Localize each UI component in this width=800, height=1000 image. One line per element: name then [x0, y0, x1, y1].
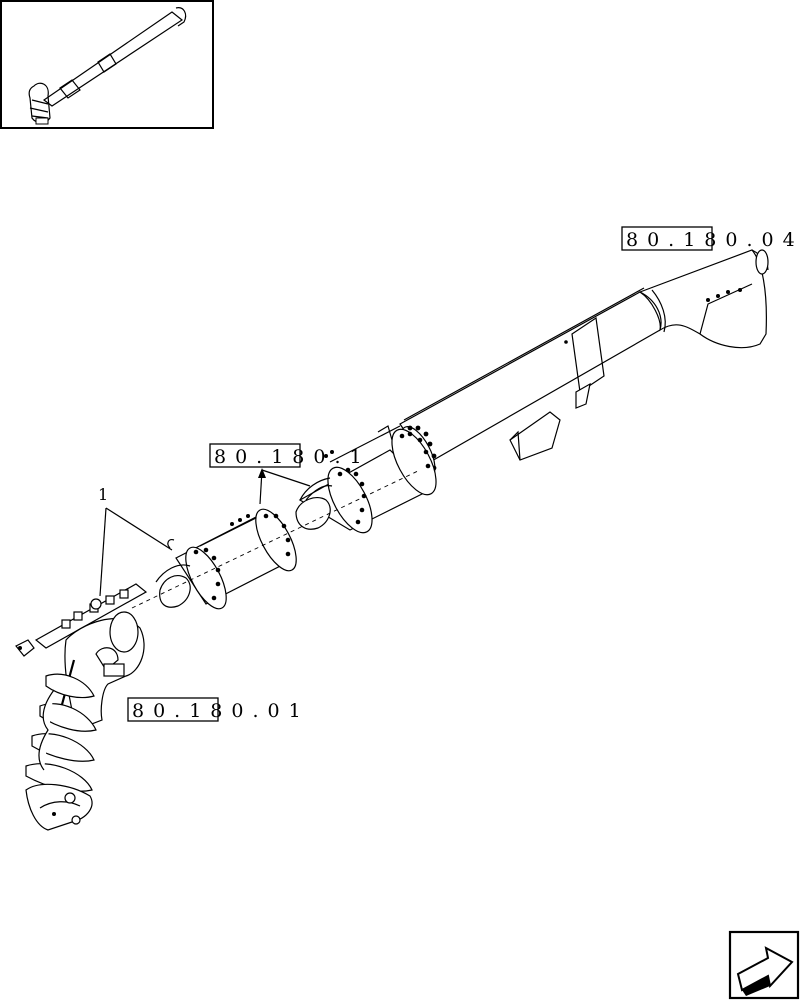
reference-label-lower-auger: 80.180.01: [127, 697, 310, 722]
overview-auger-sketch: [28, 7, 187, 125]
next-page-arrow-icon[interactable]: [728, 930, 800, 1000]
lower-auger-tube: [155, 508, 297, 610]
far-auger-tube: [399, 249, 769, 481]
assembly-axis-line: [131, 469, 421, 609]
reference-label-far-tube: 80.180.04: [621, 226, 800, 251]
reference-text-far-tube: 80.180.04: [626, 229, 800, 251]
callout-leader-a: [99, 507, 107, 597]
reference-text-lower-auger: 80.180.01: [132, 700, 310, 722]
overview-thumbnail: [0, 0, 214, 129]
middle-auger-tube: [295, 425, 437, 534]
auger-boot-assembly: [15, 583, 148, 831]
callout-number: 1: [98, 485, 108, 504]
reference-text-mid-tube: 80.180.1: [214, 446, 371, 468]
callout-leader-b: [105, 507, 173, 551]
item-callout-1: 1: [98, 485, 173, 597]
leader-line-mid-b: [261, 469, 311, 487]
leader-arrowhead-mid: [258, 468, 266, 478]
reference-label-mid-tube: 80.180.1: [209, 443, 371, 505]
